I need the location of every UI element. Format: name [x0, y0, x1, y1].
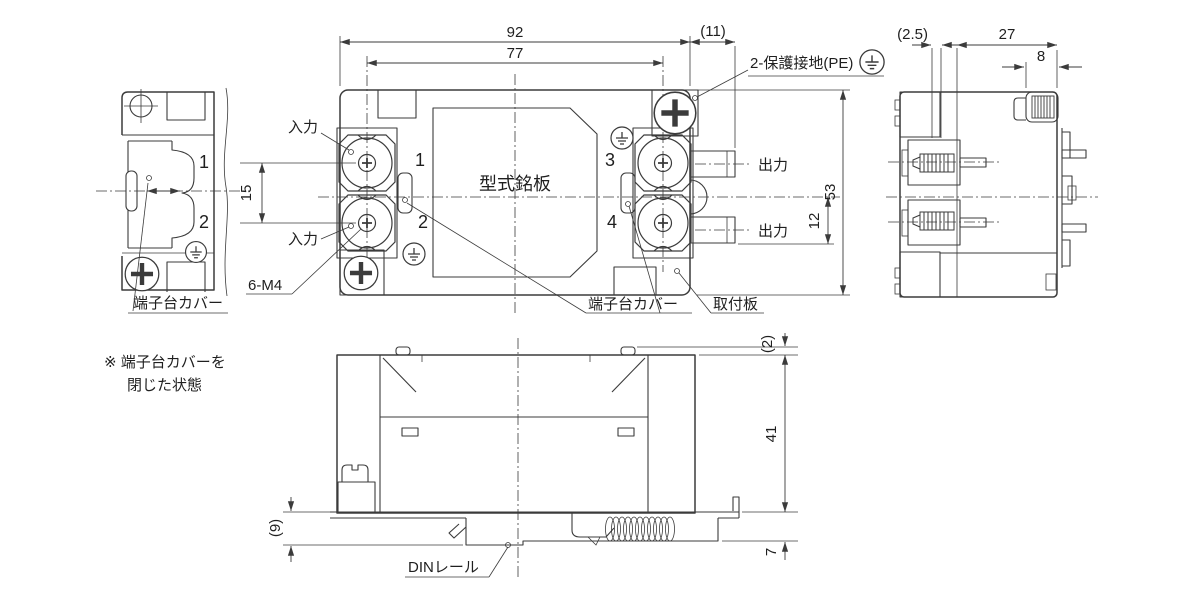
front-body	[336, 89, 736, 296]
dim-left: (9)	[267, 519, 284, 537]
pe-screw-icon	[654, 92, 696, 134]
terminal-number-3: 3	[605, 150, 615, 170]
front-dimensions: 92 77 (11) 15 53 12	[238, 23, 850, 296]
terminal-number-4: 4	[607, 212, 617, 232]
pe-screw-icon	[344, 256, 378, 290]
terminal-screw-icon	[912, 211, 955, 231]
vent-slot	[617, 427, 635, 437]
cover-screw-icon	[125, 257, 159, 291]
bottom-dimensions: (2) 41 7 (9)	[267, 333, 798, 562]
dim-overall-width: 92	[507, 24, 524, 41]
mounting-hole	[124, 89, 158, 123]
terminal-box	[907, 139, 961, 186]
dim-bump: (2)	[759, 335, 776, 353]
front-labels: 2-保護接地(PE) 入力 入力 出力 出力 型式銘板 6-M4 端子台カバー …	[246, 49, 885, 314]
mounting-plate-and-rail	[330, 496, 740, 546]
front-centerlines	[318, 56, 840, 316]
pe-screw-pad	[651, 89, 699, 137]
dim-height: 53	[822, 184, 839, 201]
left-terminal-2: 2	[199, 212, 209, 232]
nameplate-panel	[432, 107, 598, 278]
right-centerlines	[886, 161, 1098, 223]
pe-label: 2-保護接地(PE)	[750, 55, 853, 72]
output-terminal-3	[634, 134, 692, 192]
front-view: 92 77 (11) 15 53 12 2-保護接地(PE) 入力 入力 出力 …	[238, 23, 885, 316]
terminal-cover-label-left: 端子台カバー	[133, 295, 223, 312]
break-line	[223, 87, 229, 297]
screw-size-label: 6-M4	[248, 277, 282, 294]
din-rail-label-group: DINレール	[405, 542, 511, 578]
output-lug	[689, 216, 736, 244]
input-label-2: 入力	[288, 231, 318, 248]
right-dimensions: (2.5) 27 8	[897, 26, 1082, 138]
nameplate-label: 型式銘板	[479, 174, 551, 194]
din-rail-profile	[465, 518, 719, 546]
dim-pitch-width: 77	[507, 45, 524, 62]
left-terminal-1: 1	[199, 152, 209, 172]
dim-output-offset: 12	[806, 213, 823, 230]
terminal-number-2: 2	[418, 212, 428, 232]
rail-spring-coil	[605, 516, 675, 542]
output-label-2: 出力	[758, 223, 788, 240]
output-lug	[689, 150, 736, 178]
mounting-plate-label: 取付板	[713, 295, 758, 313]
vent-slot	[401, 427, 419, 437]
dim-body-height: 41	[763, 426, 780, 443]
dim-plate: (2.5)	[897, 26, 928, 43]
left-side-view: 1 2 端子台カバー ※ 端子台カバーを 閉じた状態	[96, 87, 249, 394]
dim-input-pitch: 15	[238, 185, 255, 202]
dim-screw-width: 8	[1037, 48, 1045, 65]
output-label-1: 出力	[758, 157, 788, 174]
bottom-view: (2) 41 7 (9) DINレール	[267, 333, 798, 580]
leader-line	[132, 182, 149, 312]
dim-rail: 7	[763, 548, 780, 556]
input-label-1: 入力	[288, 119, 318, 136]
mounting-screw-block	[1025, 91, 1059, 123]
note-line-1: ※ 端子台カバーを	[104, 354, 226, 371]
terminal-number-1: 1	[415, 150, 425, 170]
terminal-cover-label-front: 端子台カバー	[588, 296, 678, 313]
bottom-body	[336, 346, 696, 514]
note-line-2: 閉じた状態	[127, 377, 202, 394]
ground-symbol-icon	[402, 242, 426, 266]
terminal-screw-icon	[912, 153, 955, 173]
cover-hinge	[620, 172, 636, 214]
cover-hinge	[397, 172, 413, 214]
dim-overhang: (11)	[700, 23, 726, 40]
leader-dot	[146, 175, 152, 181]
ground-symbol-icon	[610, 126, 634, 150]
dim-depth: 27	[999, 26, 1016, 43]
cover-hinge	[125, 170, 138, 212]
din-rail-label: DINレール	[408, 559, 479, 576]
terminal-box	[907, 199, 961, 246]
right-body	[894, 48, 1087, 298]
ground-symbol-icon	[184, 240, 208, 264]
right-side-view: (2.5) 27 8	[886, 26, 1098, 298]
pe-screw-pad	[339, 249, 385, 296]
pe-circle-icon	[859, 49, 885, 75]
